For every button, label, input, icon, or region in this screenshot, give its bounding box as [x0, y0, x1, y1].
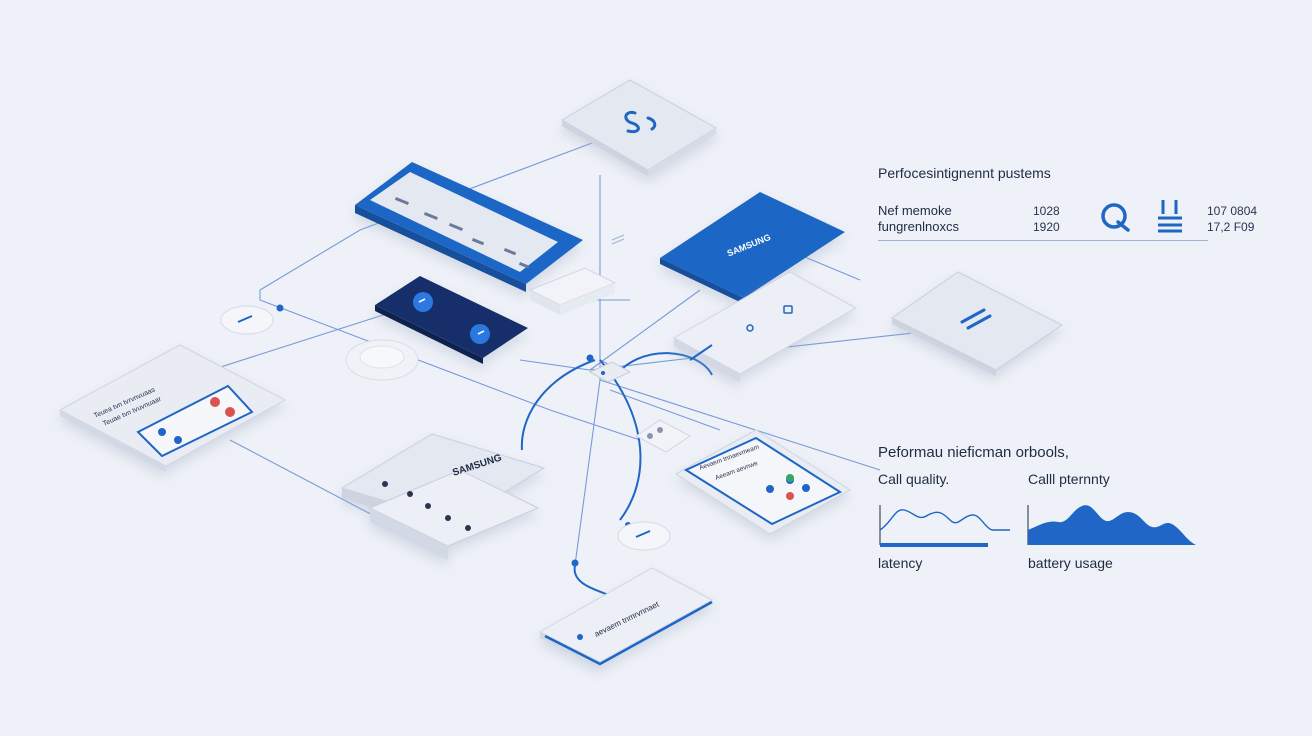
memory-icon: [1101, 203, 1130, 232]
notification-dots: [158, 397, 235, 444]
call-latency-chart: [1027, 505, 1196, 545]
button-icon: [465, 525, 471, 531]
call-buttons: [413, 292, 490, 344]
connector-curve: [599, 359, 642, 521]
connector-line: [599, 379, 881, 471]
currency-icon: [624, 110, 657, 134]
info-card-icons: [689, 305, 793, 361]
equal-icon: [960, 308, 992, 330]
top-row-2-extra: 17,2 F09: [1207, 220, 1255, 234]
disc-node[interactable]: [617, 521, 671, 551]
tray-buttons: [382, 481, 471, 531]
top-row-1-label: Nef memoke: [878, 203, 952, 218]
alert-icon: [225, 407, 235, 417]
call-quality-chart: [879, 505, 1010, 547]
notifications-card[interactable]: [58, 344, 287, 472]
link-icon: [611, 234, 625, 245]
call-icon: [413, 292, 433, 312]
top-panel-title: Perfocesintignennt pustems: [878, 165, 1051, 181]
hub-connector: [588, 361, 632, 383]
decline-icon: [786, 492, 794, 500]
button-icon: [407, 491, 413, 497]
right-chart-title: Calll pternnty: [1028, 471, 1110, 487]
samsung-banner-card[interactable]: [660, 192, 845, 304]
connector-node: [276, 304, 284, 312]
alert-icon: [210, 397, 220, 407]
dot-icon: [746, 324, 754, 332]
dialer-dots: [766, 474, 810, 500]
phone-panel-card[interactable]: [355, 162, 583, 292]
equalizer-icon: [1158, 200, 1182, 233]
list-item: [471, 238, 485, 246]
call-screen-card[interactable]: [375, 276, 528, 364]
square-icon: [783, 305, 793, 314]
connector-line: [574, 355, 601, 566]
list-item: [423, 212, 438, 221]
central-hub[interactable]: [528, 267, 617, 315]
dialer-connector: [635, 419, 691, 453]
list-item: [518, 261, 530, 269]
call-icon: [470, 324, 490, 344]
left-chart-title: Call quality.: [878, 471, 950, 487]
info-card[interactable]: [672, 271, 858, 382]
latency-line: [879, 509, 1010, 531]
answer-icon: [786, 474, 794, 482]
top-row-1-extra: 107 0804: [1207, 204, 1258, 218]
menu-card[interactable]: [891, 271, 1063, 376]
connector-line: [799, 254, 861, 281]
list-item: [503, 247, 517, 256]
top-row-1-value: 1028: [1033, 204, 1060, 218]
dial-icon: [766, 485, 774, 493]
disc-node[interactable]: [220, 305, 274, 335]
connector-node: [571, 559, 579, 567]
payment-card[interactable]: [561, 79, 717, 176]
connector-line: [609, 389, 721, 431]
dial-icon: [802, 484, 810, 492]
phone-panel-text: [394, 197, 530, 269]
battery-area: [1028, 505, 1196, 545]
connector-line: [599, 175, 621, 371]
right-chart-caption: battery usage: [1028, 555, 1113, 571]
list-item: [394, 197, 409, 206]
bottom-status-card[interactable]: [538, 567, 714, 668]
connector-curve: [520, 359, 596, 451]
latency-bar: [880, 543, 988, 547]
top-panel-divider: [878, 240, 1208, 241]
dialer-card[interactable]: [675, 429, 851, 535]
button-icon: [425, 503, 431, 509]
list-item: [448, 223, 463, 232]
left-chart-caption: latency: [878, 555, 923, 571]
connector-line: [259, 139, 601, 291]
status-icon: [174, 436, 182, 444]
top-row-2-value: 1920: [1033, 220, 1060, 234]
connector-node: [586, 354, 594, 362]
status-dot-icon: [577, 634, 583, 640]
notification-subcard[interactable]: [136, 384, 254, 458]
disc-node[interactable]: [345, 339, 419, 381]
samsung-tray-card[interactable]: [340, 433, 546, 560]
bottom-panel-title: Peformau nieficman orbools,: [878, 444, 1069, 461]
button-icon: [382, 481, 388, 487]
status-icon: [158, 428, 166, 436]
button-icon: [445, 515, 451, 521]
top-row-2-label: fungrenlnoxcs: [878, 219, 959, 234]
